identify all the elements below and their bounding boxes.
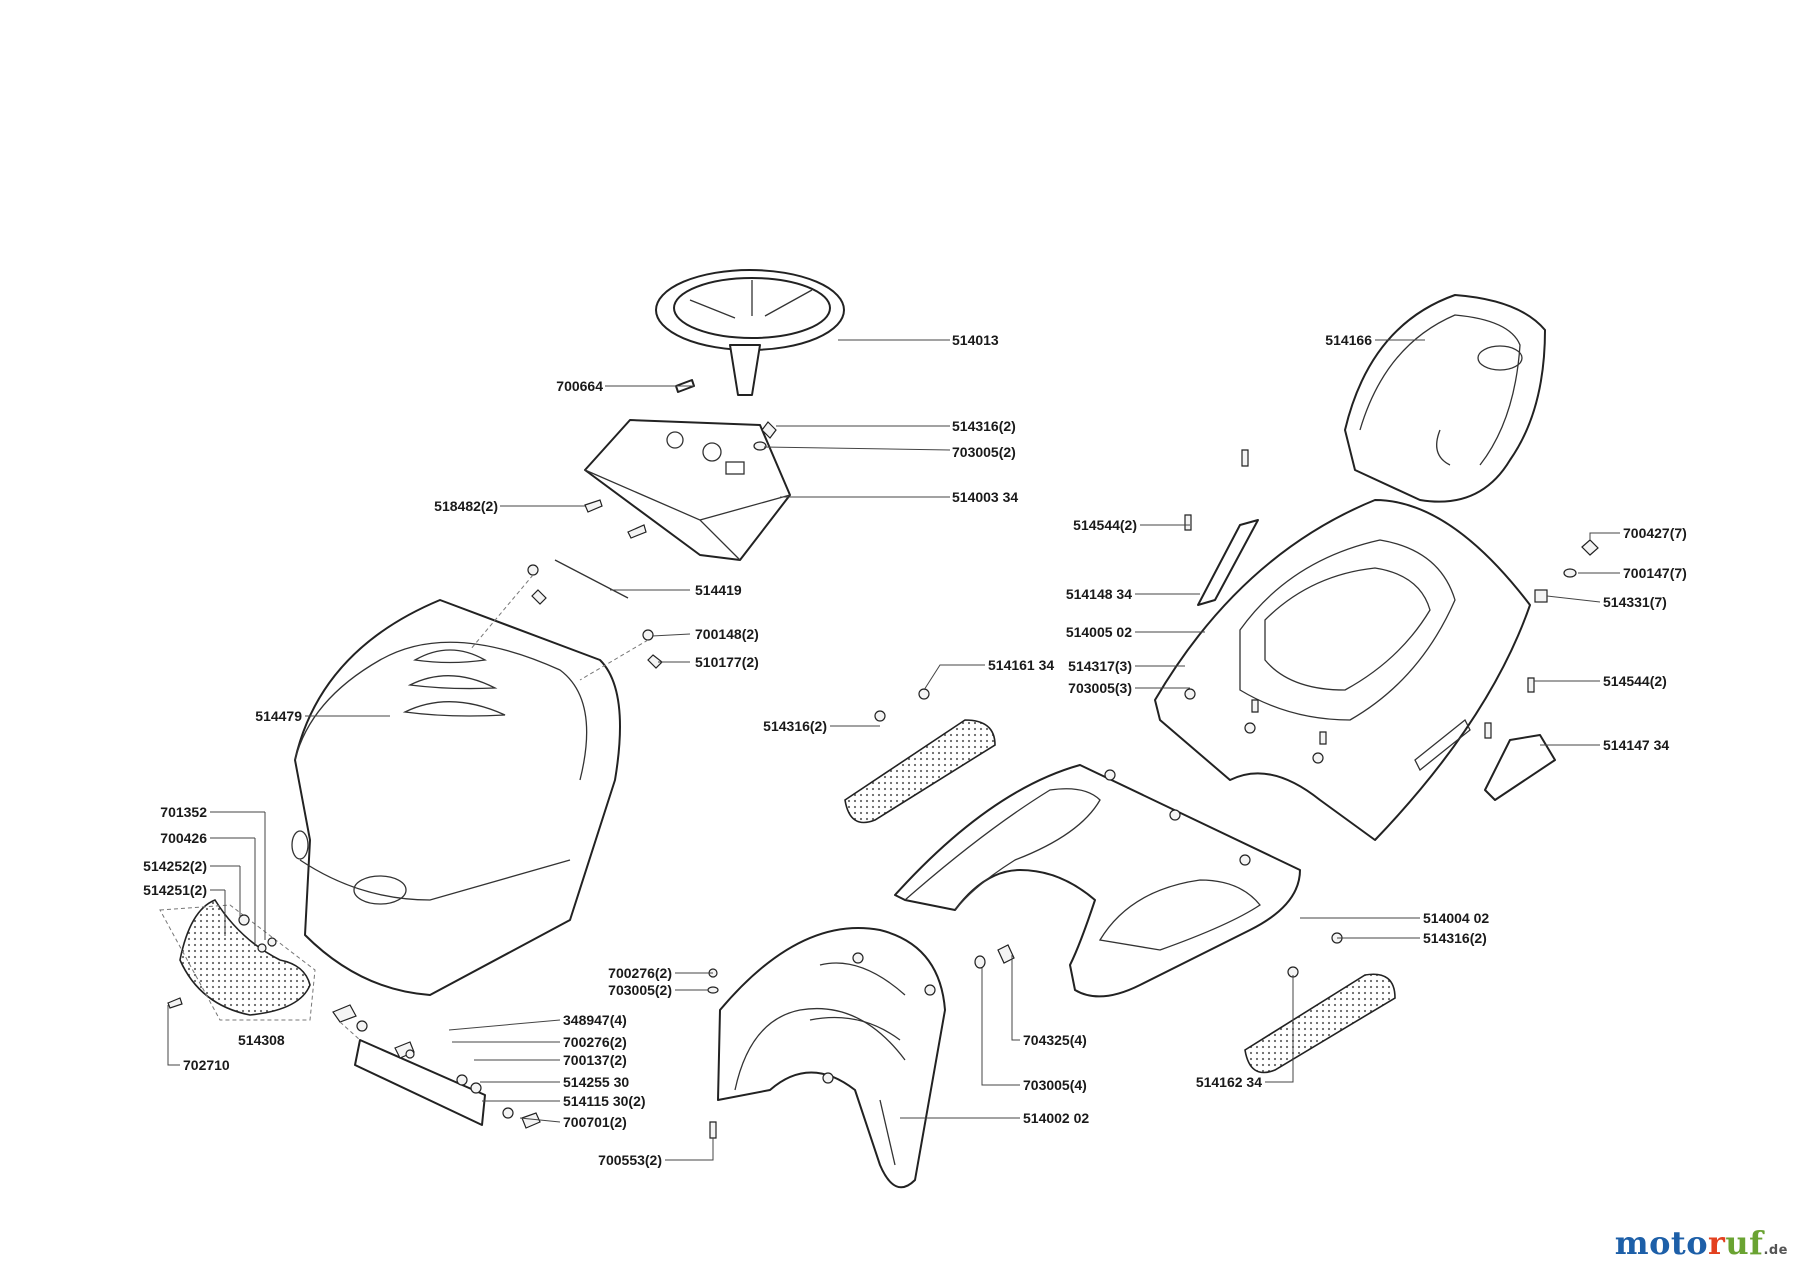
callout-514004-02[interactable]: 514004 02: [1423, 910, 1490, 926]
callout-703005-2-lower[interactable]: 703005(2): [608, 982, 672, 998]
callout-700664[interactable]: 700664: [556, 378, 603, 394]
brand-part-2: r: [1708, 1224, 1726, 1262]
callout-514308[interactable]: 514308: [238, 1032, 285, 1048]
callout-514161-34[interactable]: 514161 34: [988, 657, 1055, 673]
seat-fasteners[interactable]: [1534, 539, 1599, 603]
callout-514252-2[interactable]: 514252(2): [143, 858, 207, 874]
callout-700137-2[interactable]: 700137(2): [563, 1052, 627, 1068]
brand-part-1: moto: [1614, 1224, 1709, 1262]
callout-701352[interactable]: 701352: [160, 804, 207, 820]
upper-body-fasteners[interactable]: [1184, 449, 1535, 745]
bonnet-fasteners[interactable]: [469, 564, 663, 681]
callout-514317-3[interactable]: 514317(3): [1068, 658, 1132, 674]
callout-700148-2[interactable]: 700148(2): [695, 626, 759, 642]
upper-body-shell[interactable]: [1154, 499, 1531, 841]
callout-514544-2[interactable]: 514544(2): [1073, 517, 1137, 533]
callout-700553-2[interactable]: 700553(2): [598, 1152, 662, 1168]
brand-logo: motoruf.de: [1615, 1224, 1788, 1262]
callout-510177-2[interactable]: 510177(2): [695, 654, 759, 670]
callout-514003-34[interactable]: 514003 34: [952, 489, 1019, 505]
callout-514316-2-right[interactable]: 514316(2): [1423, 930, 1487, 946]
callout-514166[interactable]: 514166: [1325, 332, 1372, 348]
callout-700276-2[interactable]: 700276(2): [608, 965, 672, 981]
callout-703005-4[interactable]: 703005(4): [1023, 1077, 1087, 1093]
seat[interactable]: [1344, 294, 1546, 503]
callout-700276-2-lower[interactable]: 700276(2): [563, 1034, 627, 1050]
callout-514544-2-right[interactable]: 514544(2): [1603, 673, 1667, 689]
steering-wheel[interactable]: [655, 269, 845, 396]
callout-703005-3[interactable]: 703005(3): [1068, 680, 1132, 696]
callout-514316-2[interactable]: 514316(2): [952, 418, 1016, 434]
lower-body-shell[interactable]: [894, 764, 1301, 998]
side-trim-514148[interactable]: [1197, 519, 1259, 606]
callout-514316-2-left[interactable]: 514316(2): [763, 718, 827, 734]
front-bracket-514255[interactable]: [332, 1004, 541, 1129]
callout-700426[interactable]: 700426: [160, 830, 207, 846]
footboard-514161[interactable]: [844, 688, 996, 824]
screw-514316[interactable]: [753, 421, 777, 451]
side-trim-514147[interactable]: [1484, 734, 1556, 801]
leader-lines: [167, 339, 1620, 1161]
callout-700701-2[interactable]: 700701(2): [563, 1114, 627, 1130]
front-panel[interactable]: [717, 926, 946, 1189]
dashboard-cover[interactable]: [584, 419, 791, 561]
callout-514002-02[interactable]: 514002 02: [1023, 1110, 1090, 1126]
rod-514419[interactable]: [554, 559, 629, 599]
headlight-assembly[interactable]: [159, 899, 316, 1021]
callout-514479[interactable]: 514479: [255, 708, 302, 724]
callout-702710[interactable]: 702710: [183, 1057, 230, 1073]
footboard-514162[interactable]: [1244, 932, 1396, 1074]
callout-514251-2[interactable]: 514251(2): [143, 882, 207, 898]
callout-514255-30[interactable]: 514255 30: [563, 1074, 630, 1090]
bonnet-hood[interactable]: [291, 599, 621, 996]
callout-514162-34[interactable]: 514162 34: [1195, 1074, 1262, 1090]
brand-tld: .de: [1763, 1243, 1788, 1258]
callout-514115-30-2[interactable]: 514115 30(2): [563, 1093, 646, 1109]
callout-518482-2[interactable]: 518482(2): [434, 498, 498, 514]
callout-514148-34[interactable]: 514148 34: [1065, 586, 1132, 602]
callout-348947-4[interactable]: 348947(4): [563, 1012, 627, 1028]
callout-704325-4[interactable]: 704325(4): [1023, 1032, 1087, 1048]
callout-703005-2[interactable]: 703005(2): [952, 444, 1016, 460]
callout-514147-34[interactable]: 514147 34: [1603, 737, 1670, 753]
brand-part-3: uf: [1725, 1224, 1764, 1262]
callout-514013[interactable]: 514013: [952, 332, 999, 348]
callout-514331-7[interactable]: 514331(7): [1603, 594, 1667, 610]
callout-700427-7[interactable]: 700427(7): [1623, 525, 1687, 541]
screw-518482[interactable]: [584, 499, 647, 539]
callout-514005-02[interactable]: 514005 02: [1065, 624, 1132, 640]
callout-700147-7[interactable]: 700147(7): [1623, 565, 1687, 581]
callout-514419[interactable]: 514419: [695, 582, 742, 598]
